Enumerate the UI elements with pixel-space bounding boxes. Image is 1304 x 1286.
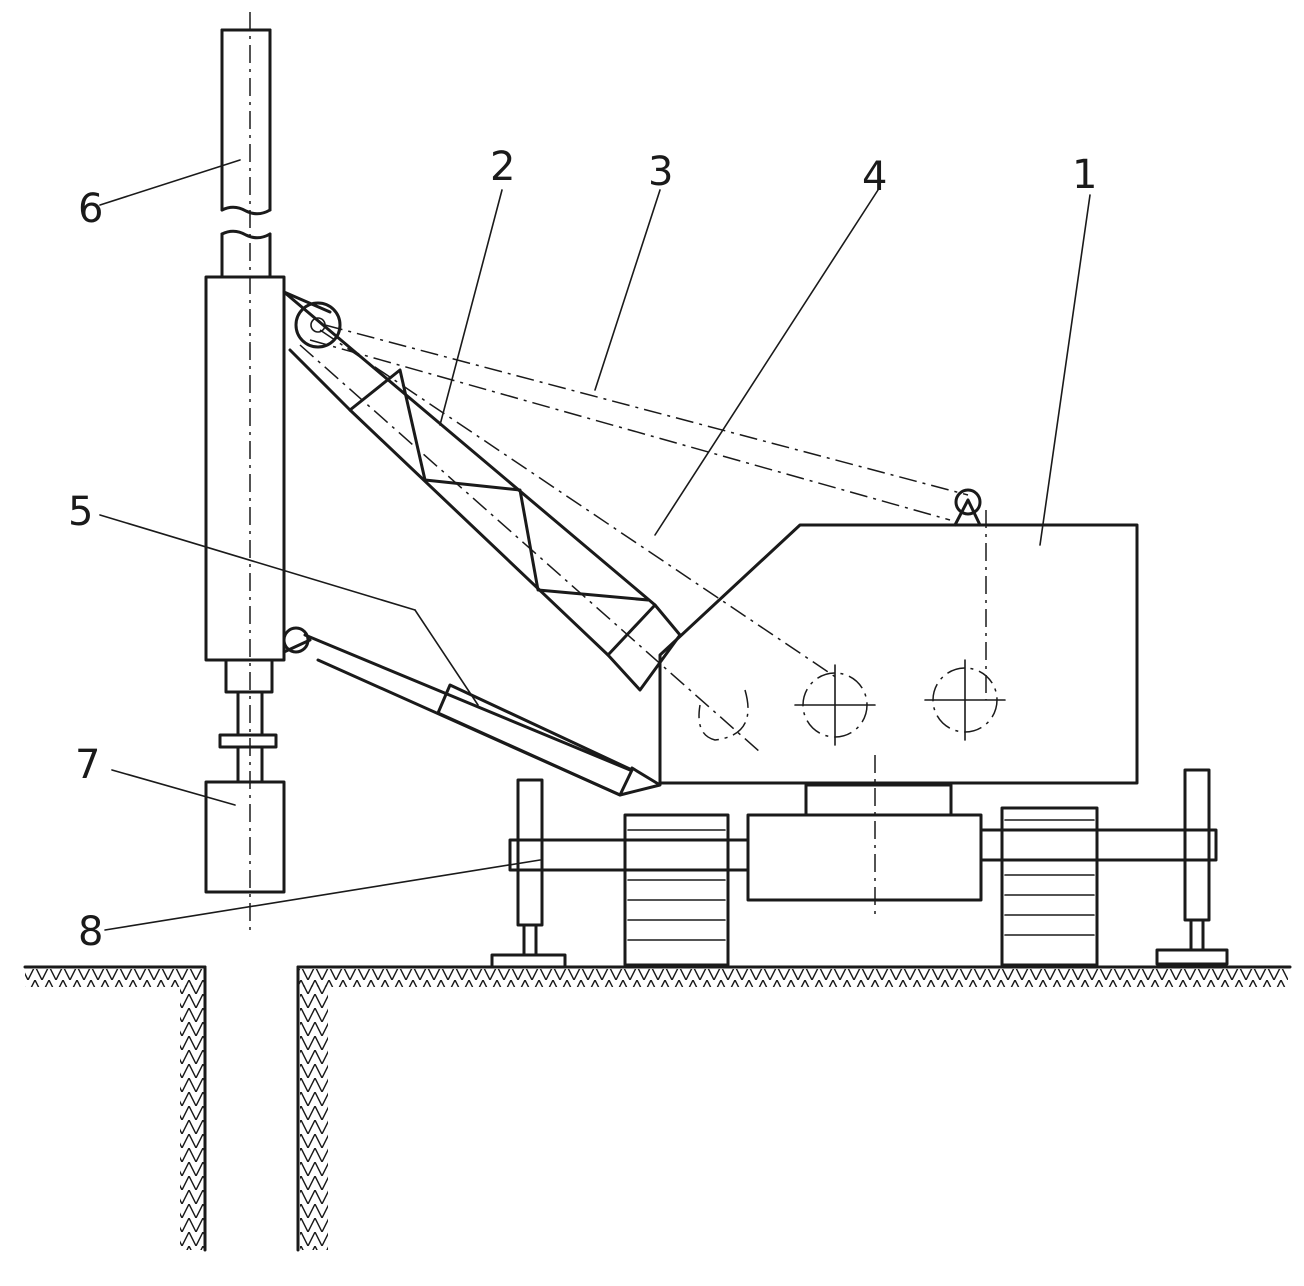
leader-lines: [99, 159, 1091, 931]
machine-body: [658, 523, 1139, 920]
drill-mast: [204, 12, 286, 935]
cables: [299, 324, 987, 753]
undercarriage: [490, 768, 1229, 969]
boom: [282, 290, 682, 692]
label-6: 6: [78, 186, 103, 232]
drill-bit: [204, 780, 286, 894]
label-4: 4: [862, 154, 887, 200]
ground: [23, 965, 1292, 1252]
label-5: 5: [68, 489, 93, 535]
label-3: 3: [648, 149, 673, 195]
label-1: 1: [1072, 152, 1097, 198]
label-2: 2: [490, 144, 515, 190]
hydraulic-cylinder: [282, 626, 662, 797]
label-8: 8: [78, 909, 103, 955]
label-7: 7: [75, 742, 100, 788]
